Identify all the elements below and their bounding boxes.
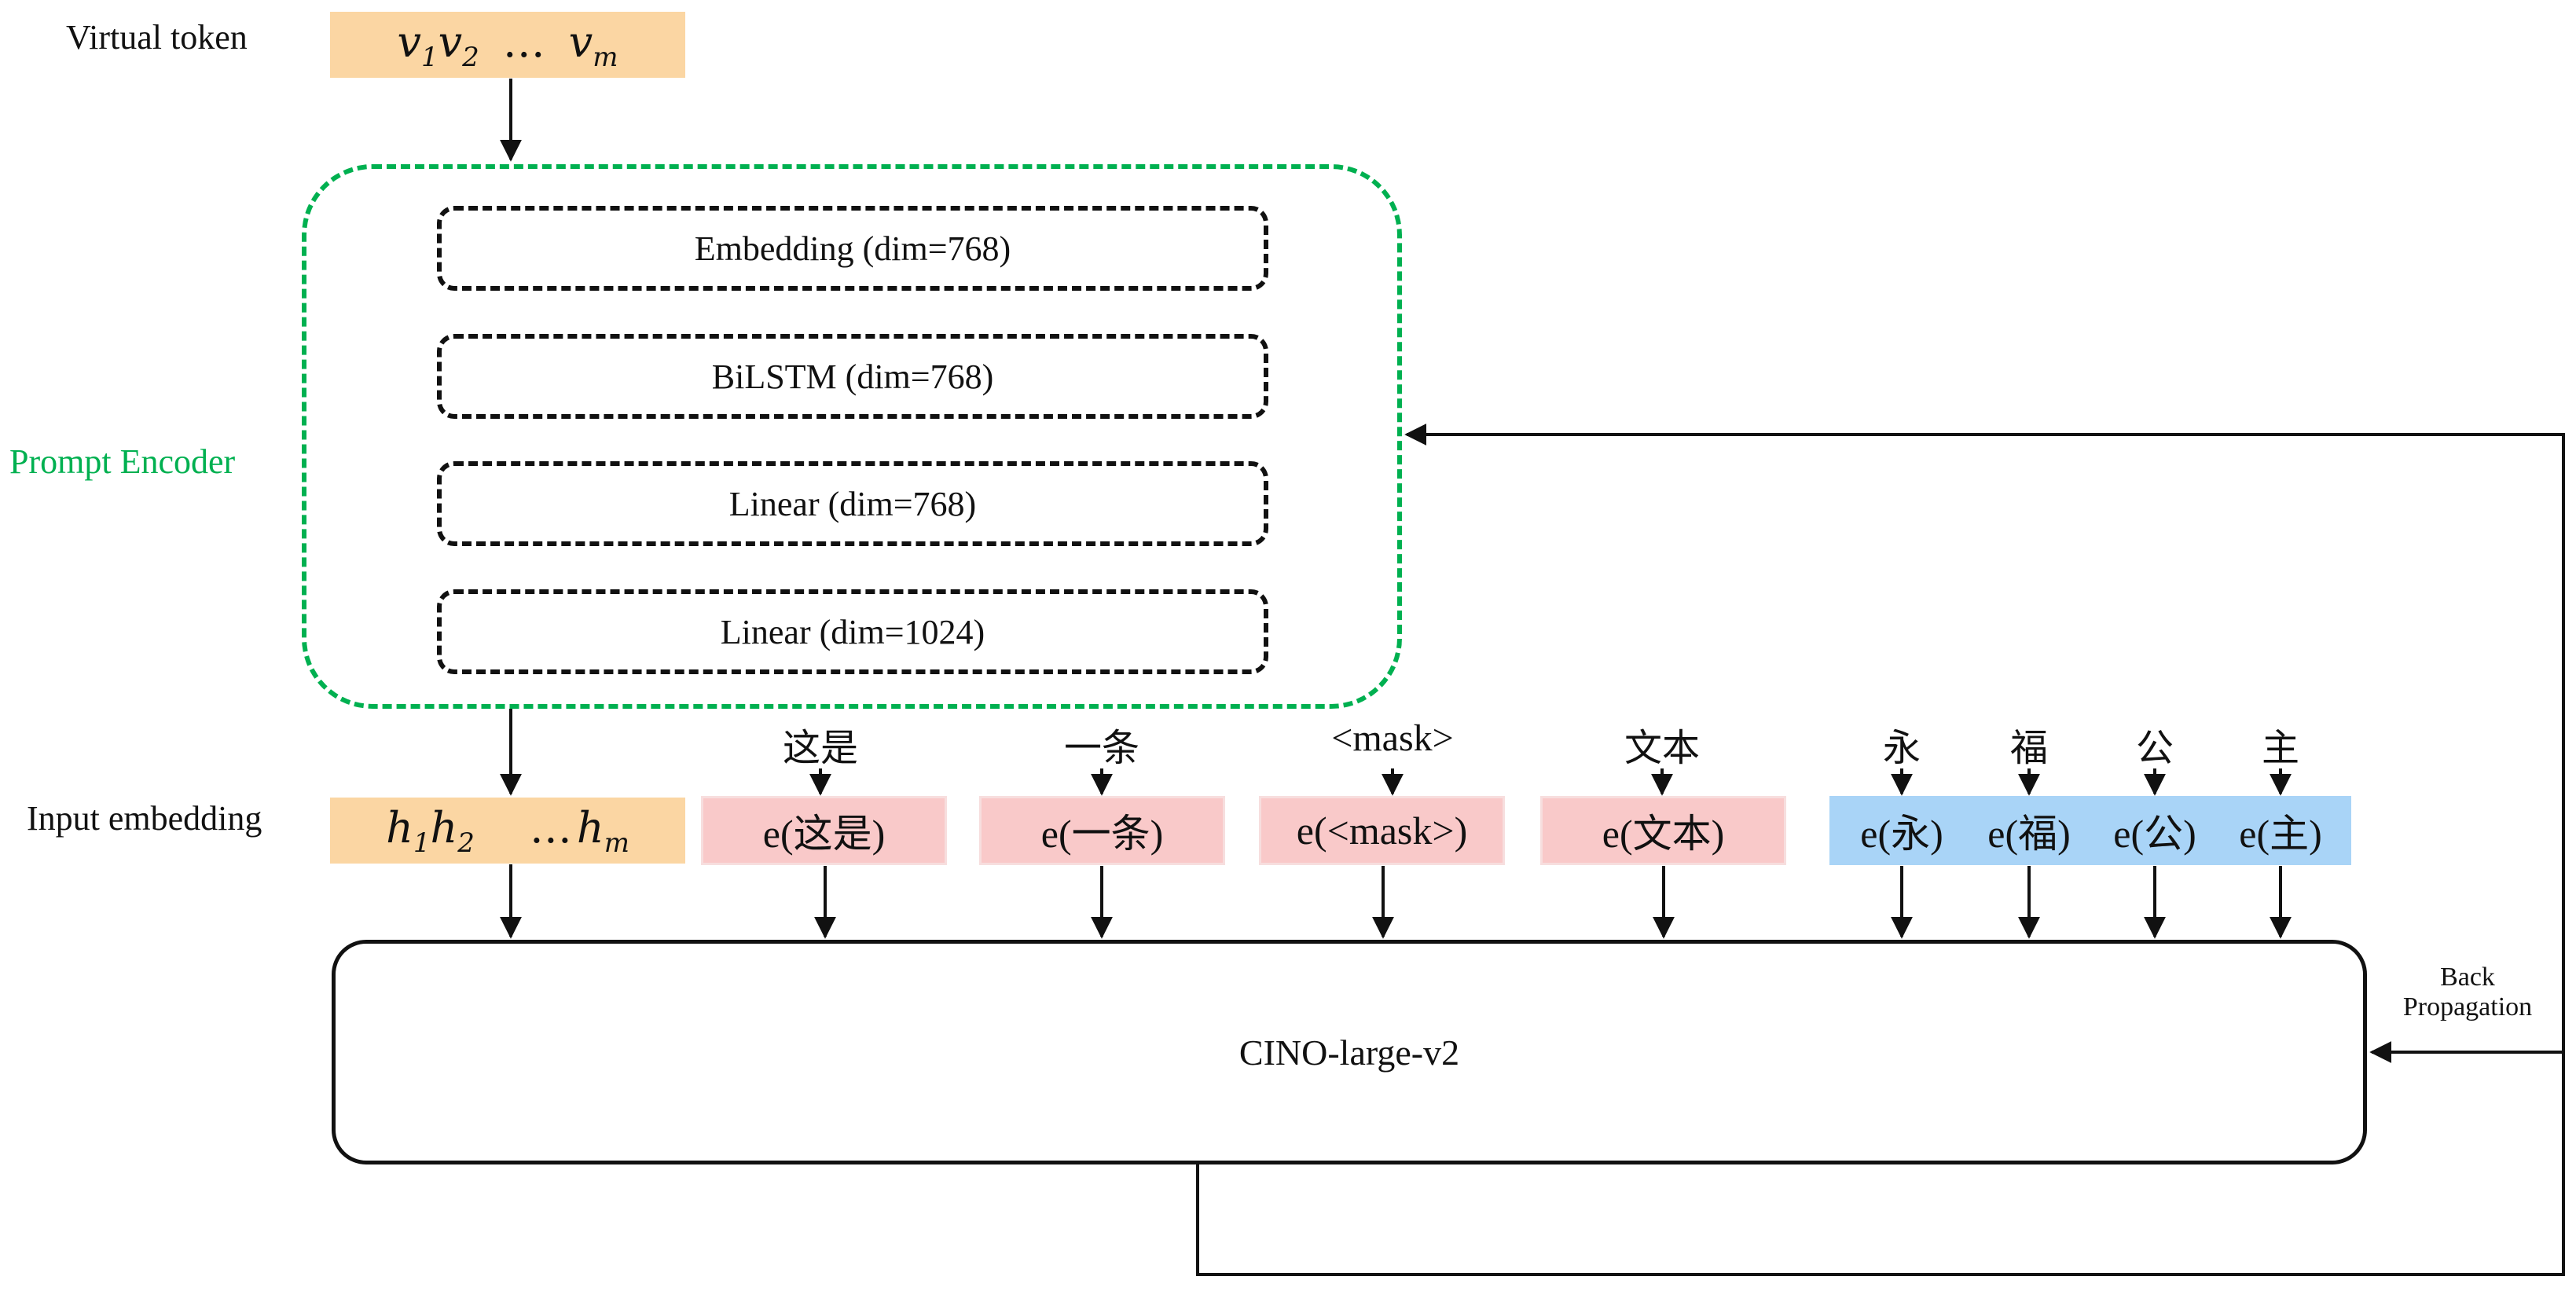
embedding-fu: e(福) bbox=[1987, 812, 2071, 856]
virtual-token-box: v1v2…vm bbox=[330, 12, 685, 78]
linear-1024-layer: Linear (dim=1024) bbox=[437, 589, 1268, 674]
token-fu: 福 bbox=[2009, 728, 2049, 769]
model-name: CINO-large-v2 bbox=[1238, 1032, 1460, 1073]
token-mask: <mask> bbox=[1331, 717, 1454, 759]
embedding-zhu: e(主) bbox=[2239, 812, 2322, 856]
token-gong: 公 bbox=[2135, 728, 2174, 769]
virtual-token-label: Virtual token bbox=[66, 18, 248, 57]
input-embedding-label: Input embedding bbox=[27, 799, 262, 838]
token-yong: 永 bbox=[1882, 728, 1921, 769]
label-embedding-group bbox=[1829, 796, 2351, 865]
hidden-embedding-box: h1h2…hm bbox=[330, 798, 685, 864]
embedding-yong: e(永) bbox=[1860, 812, 1943, 856]
embedding-wenben: e(文本) bbox=[1540, 796, 1786, 865]
prompt-encoder-container bbox=[302, 164, 1402, 709]
cino-model-box: CINO-large-v2 bbox=[332, 940, 2367, 1164]
token-zheshi: 这是 bbox=[782, 728, 859, 769]
back-propagation-label: Back Propagation bbox=[2402, 963, 2533, 1021]
embedding-yitiao: e(一条) bbox=[979, 796, 1225, 865]
embedding-zheshi: e(这是) bbox=[701, 796, 947, 865]
embedding-layer: Embedding (dim=768) bbox=[437, 206, 1268, 291]
token-wenben: 文本 bbox=[1624, 728, 1701, 769]
linear-768-layer: Linear (dim=768) bbox=[437, 461, 1268, 546]
bilstm-layer: BiLSTM (dim=768) bbox=[437, 334, 1268, 419]
token-zhu: 主 bbox=[2261, 728, 2300, 769]
back-propagation-loop bbox=[1196, 424, 2565, 1276]
embedding-mask: e(<mask>) bbox=[1259, 796, 1505, 865]
prompt-encoder-label: Prompt Encoder bbox=[9, 442, 236, 481]
embedding-gong: e(公) bbox=[2113, 812, 2196, 856]
token-yitiao: 一条 bbox=[1063, 728, 1140, 769]
